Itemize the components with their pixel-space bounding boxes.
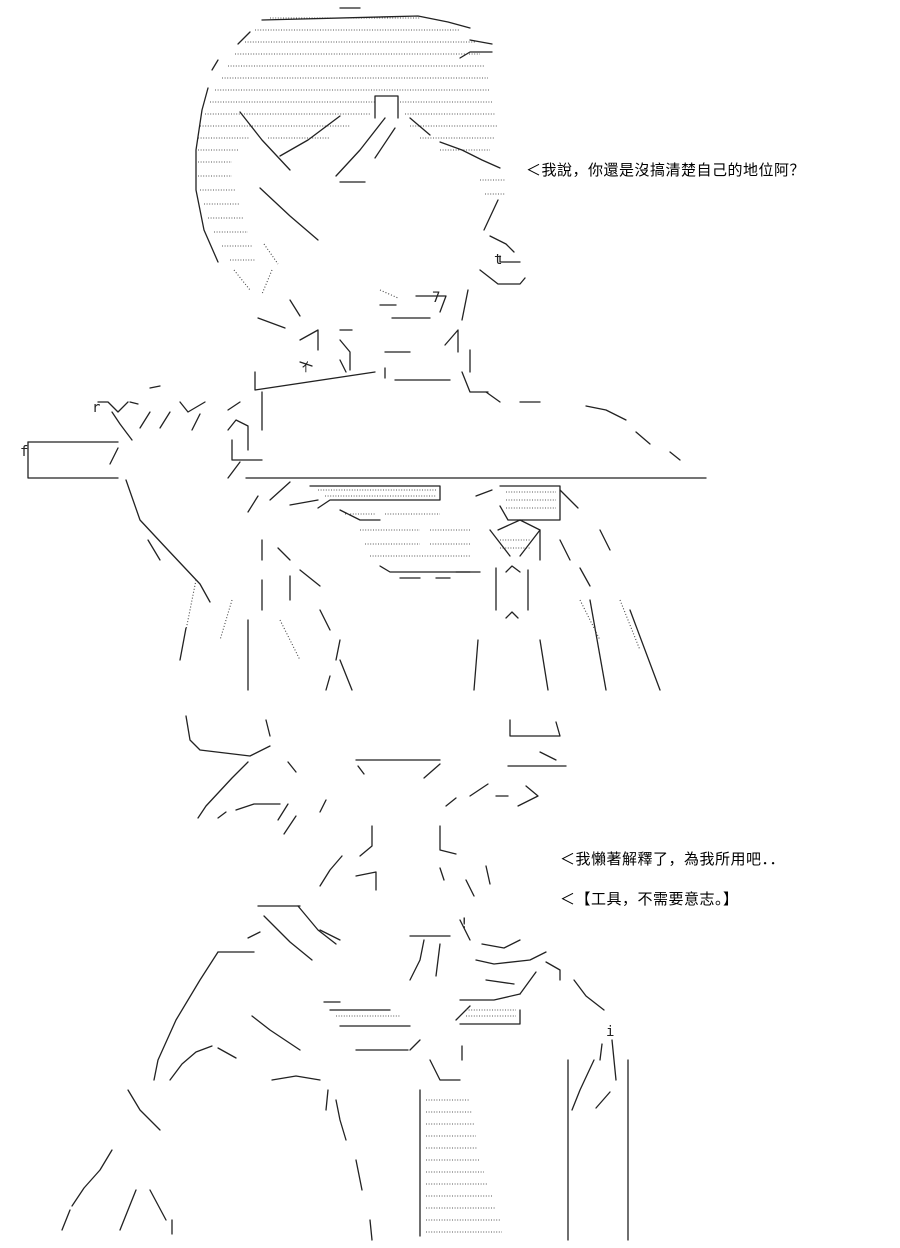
body-lower — [125, 479, 661, 691]
glyph-i-right: i — [606, 1024, 614, 1040]
glyph-exclaim: ! — [460, 916, 468, 932]
ascii-glyphs: f r ｲ 7 t i ! — [20, 252, 614, 1040]
dialogue-line-2: ＜我懶著解釋了，為我所用吧．． — [560, 850, 786, 868]
glyph-t: t — [494, 252, 502, 268]
glyph-r: r — [92, 400, 100, 416]
shoulder-torso — [247, 405, 681, 619]
glyph-7: 7 — [432, 290, 440, 306]
face-details — [233, 243, 541, 403]
hair-hatching — [198, 17, 505, 261]
glyph-i: ｲ — [302, 360, 309, 376]
head-outline — [195, 7, 526, 373]
dialogue-line-1: ＜我說，你還是沒搞清楚自己的地位阿？ — [526, 161, 806, 179]
raised-arm — [27, 371, 707, 479]
necktie — [419, 1089, 502, 1237]
dialogue-line-3: ＜【工具，不需要意志。】 — [560, 890, 739, 908]
glyph-f: f — [20, 444, 28, 460]
lower-panel — [61, 715, 629, 1241]
